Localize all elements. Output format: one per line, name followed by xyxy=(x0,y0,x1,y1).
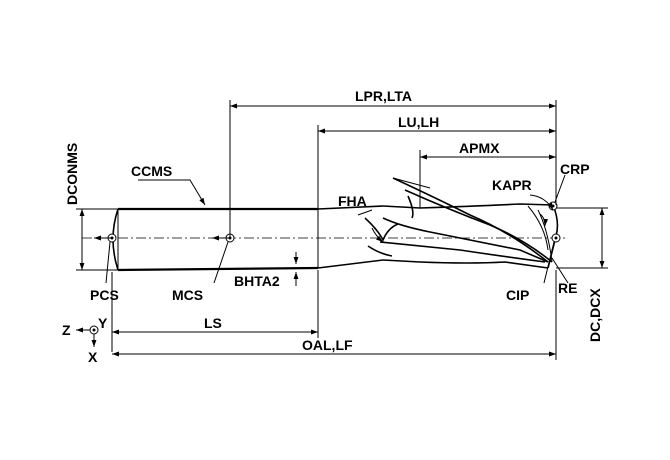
label-bhta2: BHTA2 xyxy=(234,273,280,289)
label-apmx: APMX xyxy=(459,140,500,156)
label-pcs: PCS xyxy=(90,287,119,303)
label-lpr-lta: LPR,LTA xyxy=(355,88,412,104)
label-axis-x: X xyxy=(88,349,98,365)
leader-lines xyxy=(105,174,569,284)
label-mcs: MCS xyxy=(172,287,203,303)
dimension-apmx xyxy=(419,150,556,208)
dimension-dconms xyxy=(76,208,118,271)
label-kapr: KAPR xyxy=(492,177,532,193)
dimension-oal-lf xyxy=(112,270,557,360)
label-cip: CIP xyxy=(506,287,529,303)
label-axis-z: Z xyxy=(62,322,71,338)
label-dconms: DCONMS xyxy=(64,143,80,205)
label-axis-y: Y xyxy=(98,315,108,331)
dimension-ls xyxy=(111,270,319,352)
pcs-marker xyxy=(94,233,117,243)
label-oal-lf: OAL,LF xyxy=(302,337,353,353)
label-lu-lh: LU,LH xyxy=(398,114,439,130)
cip-marker xyxy=(551,233,561,243)
dimension-lpr-lta xyxy=(229,100,557,238)
label-re: RE xyxy=(558,280,577,296)
tool-outline xyxy=(112,205,384,272)
label-crp: CRP xyxy=(560,161,590,177)
dimension-lu-lh xyxy=(317,125,556,209)
coordinate-axes xyxy=(76,325,99,347)
label-fha: FHA xyxy=(338,193,367,209)
label-ccms: CCMS xyxy=(131,163,172,179)
label-ls: LS xyxy=(204,315,222,331)
mcs-marker xyxy=(212,233,235,243)
label-dc-dcx: DC,DCX xyxy=(587,288,603,342)
dimension-dc-dcx xyxy=(556,207,608,269)
